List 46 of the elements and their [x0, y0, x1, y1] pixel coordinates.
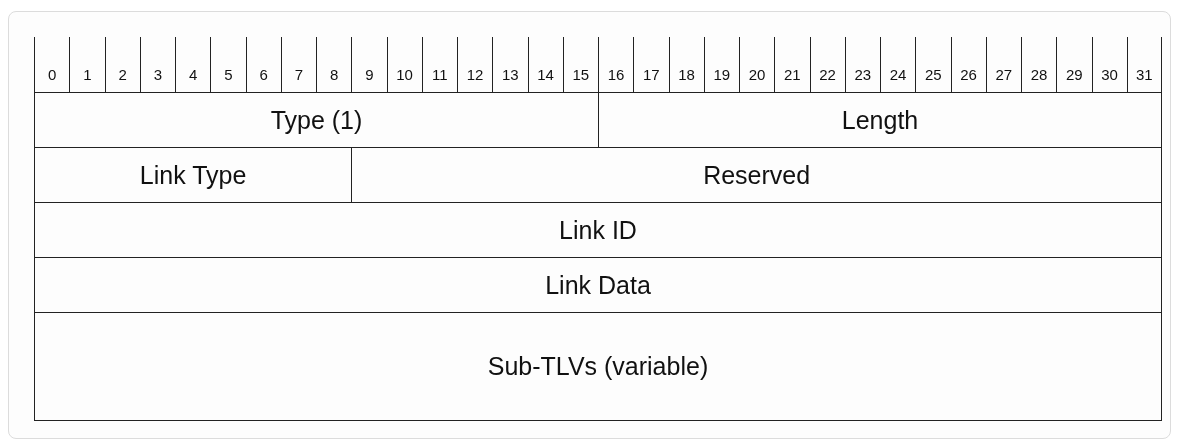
bit-number: 27	[995, 66, 1013, 83]
bit-number: 17	[643, 66, 660, 83]
bit-number: 3	[153, 66, 163, 83]
field-name: Sub-TLVs (variable)	[487, 352, 709, 381]
field-name: Link ID	[559, 215, 637, 245]
bit-number: 31	[1136, 66, 1153, 83]
field-name: Length	[841, 105, 919, 135]
bit-number: 15	[572, 66, 590, 83]
bit-number: 23	[854, 66, 872, 83]
bit-number: 12	[466, 66, 484, 83]
bit-number: 10	[396, 66, 413, 83]
bit-number: 6	[259, 66, 268, 83]
bit-number: 21	[784, 66, 801, 83]
bit-number: 4	[188, 66, 198, 83]
bit-number: 30	[1101, 66, 1118, 83]
bit-number: 1	[83, 66, 92, 83]
packet-field	[34, 147, 352, 202]
bit-number: 0	[47, 66, 57, 83]
bit-number: 25	[925, 66, 942, 83]
bit-number: 22	[819, 66, 836, 83]
bit-number: 18	[678, 66, 695, 83]
bit-number: 7	[294, 66, 304, 83]
bit-number: 19	[713, 66, 731, 83]
bit-number: 20	[748, 66, 766, 83]
packet-field	[34, 312, 1162, 421]
field-name: Link Type	[139, 160, 247, 190]
bit-number: 16	[607, 66, 625, 83]
bit-number: 28	[1030, 66, 1048, 83]
field-name: Reserved	[703, 160, 811, 190]
packet-field	[34, 257, 1162, 312]
field-name: Link Data	[545, 270, 651, 300]
packet-field	[34, 202, 1162, 257]
bit-number: 24	[889, 66, 907, 83]
bit-number: 2	[118, 66, 127, 83]
field-name: Type (1)	[270, 105, 363, 135]
bit-number: 9	[365, 66, 374, 83]
packet-field	[351, 147, 1162, 202]
bit-number: 11	[432, 66, 448, 83]
bit-number: 14	[537, 66, 554, 83]
packet-field	[598, 92, 1162, 147]
bit-number: 13	[502, 66, 519, 83]
packet-field	[34, 92, 598, 147]
bit-number: 29	[1066, 66, 1083, 83]
bit-number: 5	[224, 66, 233, 83]
bit-number: 26	[960, 66, 977, 83]
bit-number: 8	[329, 66, 339, 83]
